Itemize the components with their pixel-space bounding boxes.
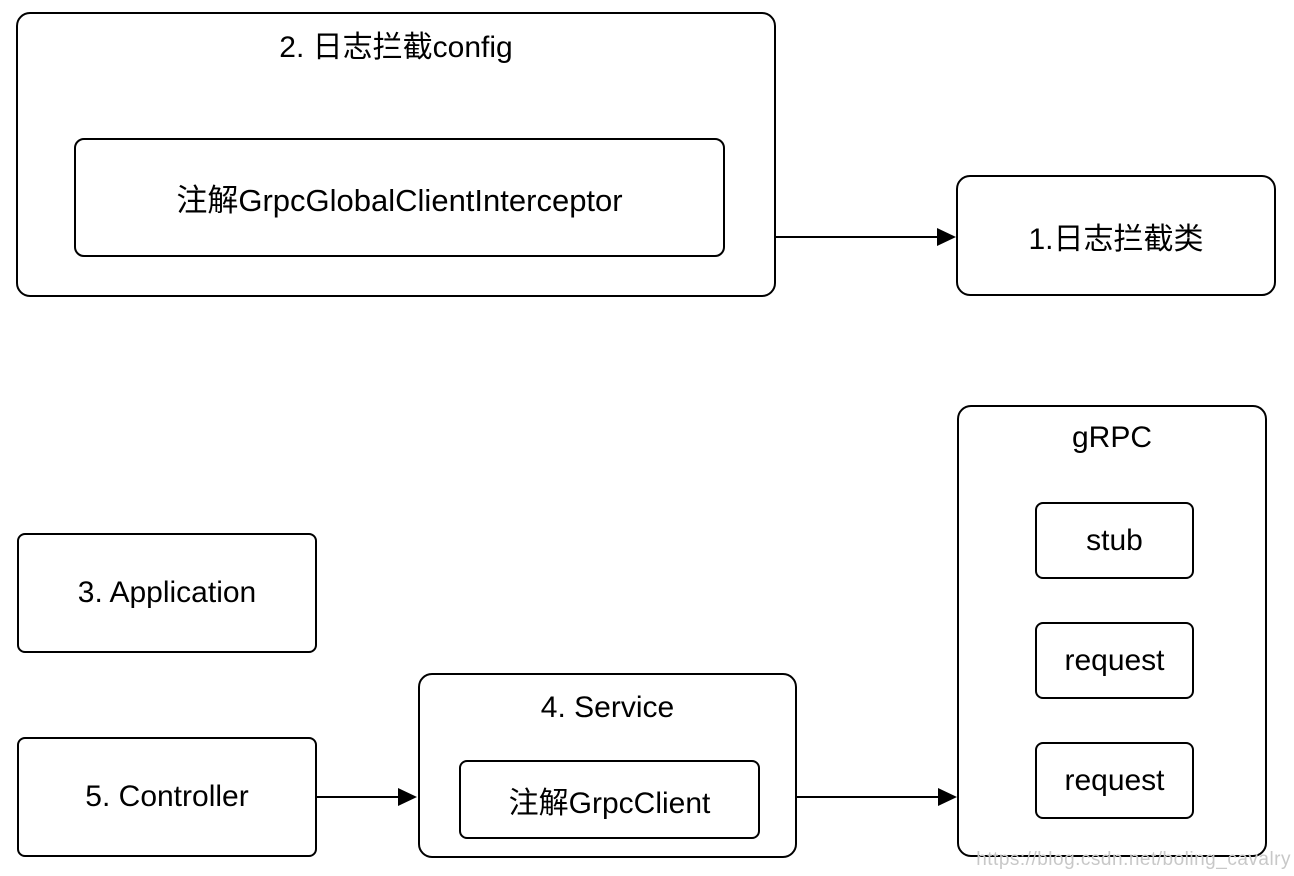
application-box: 3. Application [17, 533, 317, 653]
log-class-box-label: 1.日志拦截类 [1028, 222, 1204, 256]
grpc-request-label: request [1064, 763, 1165, 797]
arrow-service-to-grpc-line [797, 796, 939, 798]
grpc-stub-label: stub [1086, 523, 1143, 557]
grpc-client-annotation-box: 注解GrpcClient [459, 760, 760, 839]
grpc-box: gRPC stub request request [957, 405, 1267, 857]
application-box-label: 3. Application [77, 576, 257, 609]
arrow-controller-to-service-arrowhead-icon [398, 788, 417, 806]
grpc-global-client-interceptor-annotation-label: 注解GrpcGlobalClientInterceptor [176, 183, 623, 218]
controller-box: 5. Controller [17, 737, 317, 857]
csdn-watermark: https://blog.csdn.net/boling_cavalry [976, 849, 1291, 870]
grpc-request-box: request [1035, 622, 1194, 699]
arrow-config-to-logclass-line [776, 236, 939, 238]
arrow-service-to-grpc-arrowhead-icon [938, 788, 957, 806]
grpc-request-label: request [1064, 643, 1165, 677]
grpc-stub-box: stub [1035, 502, 1194, 579]
grpc-box-title: gRPC [1071, 421, 1153, 454]
grpc-request-box: request [1035, 742, 1194, 819]
config-box: 2. 日志拦截config 注解GrpcGlobalClientIntercep… [16, 12, 776, 297]
grpc-client-annotation-label: 注解GrpcClient [508, 786, 711, 820]
controller-box-label: 5. Controller [85, 780, 249, 813]
service-box: 4. Service 注解GrpcClient [418, 673, 797, 858]
grpc-global-client-interceptor-annotation-box: 注解GrpcGlobalClientInterceptor [74, 138, 725, 257]
log-class-box: 1.日志拦截类 [956, 175, 1276, 296]
service-box-title: 4. Service [540, 691, 675, 724]
config-box-title: 2. 日志拦截config [279, 31, 513, 64]
arrow-controller-to-service-line [317, 796, 399, 798]
arrow-config-to-logclass-arrowhead-icon [937, 228, 956, 246]
